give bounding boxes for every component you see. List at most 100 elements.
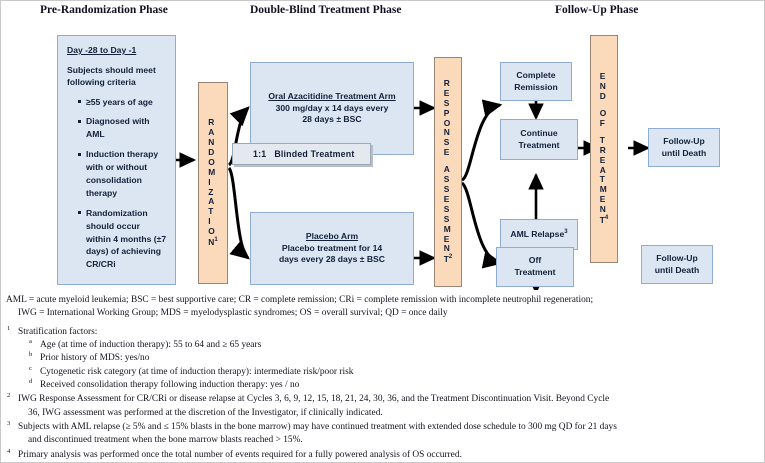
column-letter: I [208,176,211,187]
column-letter: S [443,184,450,194]
column-letter: O [208,156,215,167]
footnote-1-text: Stratification factors: [18,326,98,337]
column-letter: I [208,216,211,227]
column-letter: A [208,127,215,138]
column-letter: N [443,243,450,254]
column-letter: N1 [208,236,218,247]
footnote-1-sub-d-mark: d [29,378,33,386]
column-letter: O [208,226,215,237]
complete-remission-box: Complete Remission [500,62,572,101]
criteria-item-randomization-window: Randomization should occur within 4 mont… [78,207,167,271]
column-letter: E [443,193,450,204]
footnote-1-sub-b-text: Prior history of MDS: yes/no [40,353,150,364]
criteria-list: ≥55 years of age Diagnosed with AML Indu… [67,96,167,279]
column-letter: S [443,97,450,108]
column-letter: M [443,223,451,234]
placebo-arm-line1: Placebo treatment for 14 [281,242,383,253]
followup-bottom-box: Follow-Up until Death [641,245,713,284]
followup-bottom-line2: until Death [654,264,700,275]
footnote-1-sub-a-mark: a [29,338,32,346]
footnote-1-sub-b-mark: b [29,351,33,359]
placebo-arm-title: Placebo Arm [305,231,359,242]
criteria-item-diagnosis: Diagnosed with AML [78,115,167,141]
aml-relapse-box: AML Relapse3 [500,219,578,250]
column-letter: N [208,137,215,148]
footnote-3-mark: 3 [7,420,11,428]
column-letter: O [599,107,607,118]
footnote-2-text: IWG Response Assessment for CR/CRi or di… [18,394,610,405]
off-treatment-line1: Off [528,255,542,266]
blinded-treatment-label: 1:1 Blinded Treatment [232,143,371,165]
aml-relapse-label: AML Relapse3 [510,229,568,240]
abbreviations-block: AML = acute myeloid leukemia; BSC = best… [0,290,765,321]
column-letter: T2 [443,254,453,265]
column-letter: R [208,117,215,128]
footnote-1-sub-d-text: Received consolidation therapy following… [40,380,300,391]
randomization-ratio: 1:1 [253,149,267,159]
column-letter: D [599,91,606,102]
criteria-lead: Subjects should meet following criteria [67,64,156,88]
phase-title-double-blind: Double-Blind Treatment Phase [250,4,402,16]
treatment-arm-dose: 300 mg/day x 14 days every [275,102,389,113]
footnote-1-sub-c-text: Cytogenetic risk category (at time of in… [40,366,354,377]
footnote-3: 3 Subjects with AML relapse (≥ 5% and ≤ … [6,420,757,448]
column-letter: S [443,137,450,148]
footnote-4-mark: 4 [7,447,11,455]
column-letter: E [599,194,606,205]
footnote-2: 2 IWG Response Assessment for CR/CRi or … [6,392,757,420]
column-footnote-mark: 1 [214,237,218,244]
criteria-header: Day -28 to Day -1 [67,45,137,55]
column-letter: E [443,147,450,158]
placebo-arm-line2: days every 28 days ± BSC [279,254,385,265]
trial-flow-diagram: Pre-Randomization Phase Double-Blind Tre… [40,4,720,290]
column-letter: A [599,164,606,175]
blinded-treatment-text: Blinded Treatment [274,149,355,159]
footnotes-section: AML = acute myeloid leukemia; BSC = best… [0,290,765,462]
column-letter: P [443,107,450,118]
footnote-1-sub-d: d Received consolidation therapy followi… [18,378,757,392]
off-treatment-box: Off Treatment [496,247,574,287]
footnote-1-sub-a-text: Age (at time of induction therapy): 55 t… [40,340,262,351]
column-footnote-mark: 2 [448,254,453,261]
abbreviations-line2: IWG = International Working Group; MDS =… [18,308,448,319]
complete-remission-line2: Remission [514,81,558,92]
footnote-2-continued: 36, IWG assessment was performed at the … [28,407,383,418]
footnote-1-mark: 1 [7,324,11,332]
criteria-item-age: ≥55 years of age [78,96,167,109]
footnote-1-sub-b: b Prior history of MDS: yes/no [18,351,757,365]
footnote-1-sub-c: c Cytogenetic risk category (at time of … [18,364,757,379]
footnote-list: 1 Stratification factors: a Age (at time… [0,321,765,462]
followup-top-box: Follow-Up until Death [648,128,720,167]
column-letter: N [599,81,606,92]
continue-treatment-line2: Treatment [518,139,560,150]
column-letter: T [208,206,214,217]
column-letter: E [443,87,450,98]
column-letter: E [443,233,450,244]
column-letter: O [443,117,451,128]
footnote-1-sublist: a Age (at time of induction therapy): 55… [18,338,757,392]
footnote-4-text: Primary analysis was performed once the … [18,449,462,460]
column-letter: N [443,127,450,138]
continue-treatment-line1: Continue [520,127,558,138]
criteria-item-induction-therapy: Induction therapy with or without consol… [78,148,167,200]
column-letter: R [443,77,450,88]
treatment-arm-cycle: 28 days ± BSC [302,114,362,125]
column-letter: N [599,204,606,215]
column-letter: E [599,154,606,165]
oral-azacitidine-arm-box: Oral Azacitidine Treatment Arm 300 mg/da… [250,62,414,155]
followup-bottom-line1: Follow-Up [656,252,698,263]
phase-title-pre-randomization: Pre-Randomization Phase [40,4,168,16]
footnote-1: 1 Stratification factors: a Age (at time… [6,324,757,393]
column-letter: S [443,213,450,224]
column-letter: A [208,196,215,207]
off-treatment-line2: Treatment [514,267,556,277]
footnote-1-sub-c-mark: c [29,364,32,372]
column-footnote-mark: 4 [604,215,609,222]
column-letter: E [599,71,606,82]
